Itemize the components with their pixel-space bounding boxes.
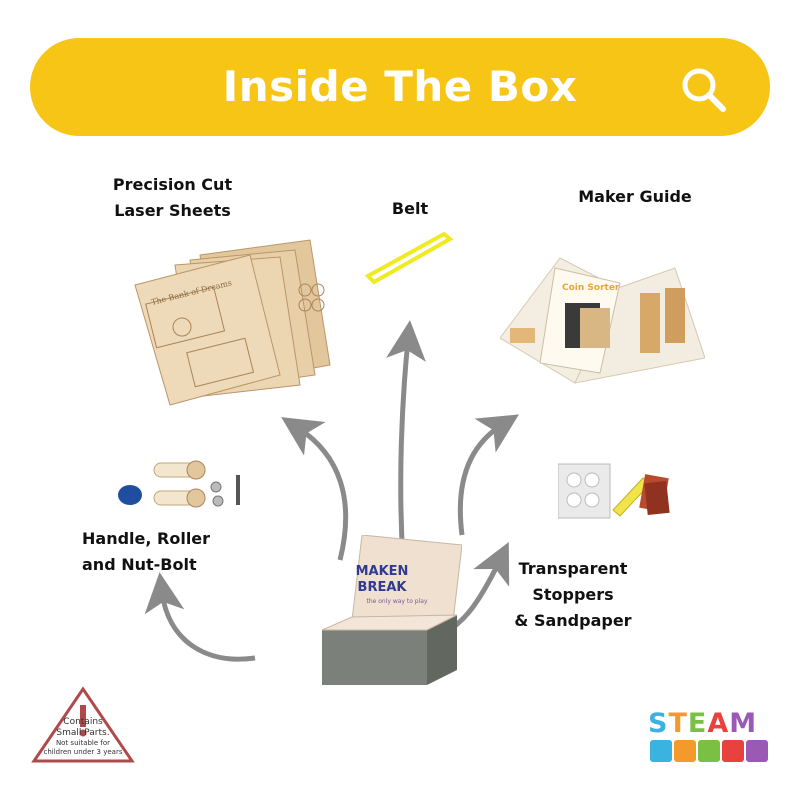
warning-line1: Contains	[63, 717, 103, 727]
arrow-to-belt	[386, 320, 426, 561]
box-tagline: the only way to play	[366, 598, 427, 605]
maker-guide-image: Coin Sorter	[500, 257, 705, 384]
arrow-to-maker-guide	[457, 414, 519, 536]
maker-guide-label: Maker Guide	[578, 187, 692, 206]
handle-parts-image	[118, 460, 240, 508]
steam-letter: T	[668, 708, 688, 739]
belt-label: Belt	[391, 199, 429, 218]
warning-line2: Small Parts.	[56, 728, 110, 738]
laser-sheets-label-line2: Laser Sheets	[114, 201, 231, 220]
box-logo-line1: MAKEN	[356, 564, 409, 579]
steam-letter: M	[729, 708, 758, 739]
laser-sheets-label-line1: Precision Cut	[112, 175, 233, 194]
steam-letter: A	[707, 708, 730, 739]
stoppers-label-line2: Stoppers	[532, 585, 614, 604]
header-banner: Inside The Box	[30, 38, 770, 136]
arrow-to-laser-sheets	[281, 417, 349, 561]
steam-letter: S	[648, 708, 669, 739]
stoppers-label: Transparent Stoppers & Sandpaper	[508, 556, 638, 634]
page-title: Inside The Box	[222, 62, 578, 111]
guide-cover-title: Coin Sorter	[562, 283, 620, 293]
laser-sheets-label: Precision Cut Laser Sheets	[100, 172, 245, 224]
belt-image	[364, 231, 454, 285]
handle-label: Handle, Roller and Nut-Bolt	[82, 526, 242, 578]
box-logo-line2: BREAK	[358, 580, 408, 595]
arrow-to-handle	[144, 572, 256, 662]
warning-triangle-icon	[31, 686, 135, 763]
steam-logo: STEAM	[648, 708, 757, 739]
stoppers-label-line3: & Sandpaper	[514, 611, 632, 630]
stoppers-image	[558, 463, 670, 519]
steam-icons	[650, 740, 768, 762]
stoppers-label-line1: Transparent	[518, 559, 628, 578]
handle-label-line1: Handle, Roller	[82, 529, 211, 548]
warning-line3: Not suitable for	[55, 739, 111, 747]
handle-label-line2: and Nut-Bolt	[82, 555, 197, 574]
search-icon[interactable]	[678, 64, 728, 114]
steam-letter: E	[687, 708, 708, 739]
warning-text: Contains Small Parts. Not suitable for c…	[36, 717, 130, 757]
warning-line4: children under 3 years	[43, 748, 123, 756]
laser-sheets-image: The Bank of Dreams	[134, 239, 331, 406]
maker-box-image: MAKEN BREAK the only way to play	[322, 535, 462, 685]
